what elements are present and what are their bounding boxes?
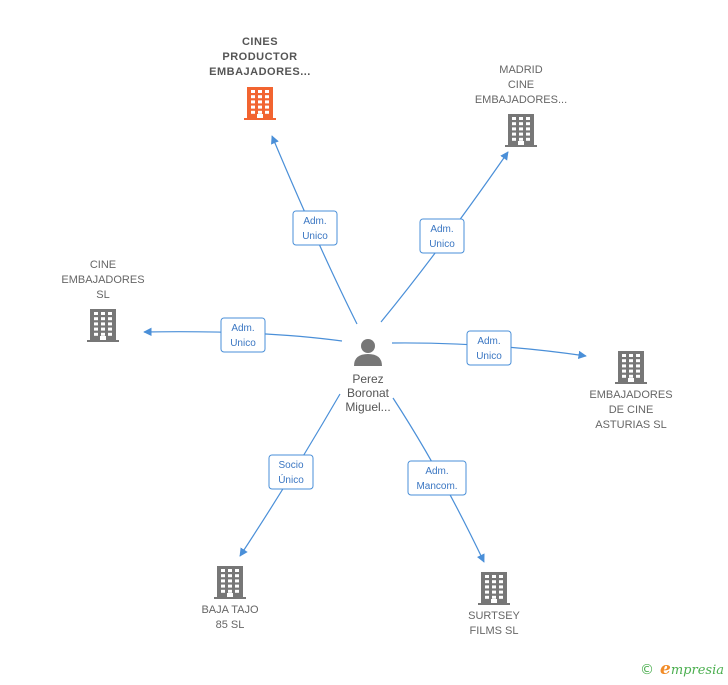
relation-label-box[interactable] [268, 454, 314, 490]
building-icon[interactable] [478, 572, 510, 605]
building-icon[interactable] [87, 309, 119, 342]
relation-label: Adm. [425, 466, 448, 477]
relation-label: Adm. [303, 216, 326, 227]
company-label: EMBAJADORES [61, 274, 144, 286]
company-label: SL [96, 289, 109, 301]
relation-label-box[interactable] [466, 330, 512, 366]
company-label: EMBAJADORES [589, 389, 672, 401]
building-icon[interactable] [214, 566, 246, 599]
person-label: Boronat [347, 386, 390, 400]
person-node[interactable]: PerezBoronatMiguel... [345, 339, 391, 414]
building-icon[interactable] [615, 351, 647, 384]
relation-label-box[interactable] [220, 317, 266, 353]
person-label: Perez [352, 372, 383, 386]
relation-label-box[interactable] [407, 460, 467, 496]
empresia-logo[interactable]: © empresia [640, 659, 724, 679]
company-node-cines-productor[interactable]: CINES PRODUCTOR EMBAJADORES... [209, 36, 311, 120]
company-label: DE CINE [609, 404, 654, 416]
company-label: ASTURIAS SL [595, 419, 667, 431]
building-icon[interactable] [505, 114, 537, 147]
relation-label: Unico [302, 231, 328, 242]
company-node-baja-tajo[interactable]: BAJA TAJO 85 SL [201, 566, 259, 631]
relation-label: Único [278, 473, 304, 486]
company-label: CINES [242, 36, 278, 48]
logo-text: mpresia [670, 663, 724, 678]
relation-label: Adm. [477, 336, 500, 347]
relation-label-box[interactable] [292, 210, 338, 246]
company-label: BAJA TAJO [201, 604, 259, 616]
company-node-madrid-cine[interactable]: MADRID CINE EMBAJADORES... [475, 64, 567, 147]
company-node-cine-embajadores[interactable]: CINE EMBAJADORES SL [61, 259, 145, 342]
company-label: EMBAJADORES... [475, 94, 567, 106]
company-label: CINE [90, 259, 116, 271]
relation-label: Mancom. [416, 481, 457, 492]
company-label: MADRID [499, 64, 542, 76]
person-label: Miguel... [345, 400, 390, 414]
relation-label: Socio [278, 460, 303, 471]
relation-label: Unico [429, 239, 455, 250]
building-icon[interactable] [244, 87, 276, 120]
relation-label: Unico [476, 351, 502, 362]
relation-label: Adm. [231, 323, 254, 334]
logo-initial: e [660, 659, 671, 679]
relation-label: Adm. [430, 224, 453, 235]
company-label: 85 SL [216, 619, 245, 631]
relation-label-box[interactable] [419, 218, 465, 254]
company-node-embajadores-asturias[interactable]: EMBAJADORES DE CINE ASTURIAS SL [589, 351, 673, 431]
company-label: PRODUCTOR [222, 51, 297, 63]
relation-label: Unico [230, 338, 256, 349]
company-label: EMBAJADORES... [209, 66, 311, 78]
company-label: SURTSEY [468, 610, 520, 622]
person-icon [354, 339, 382, 366]
company-label: CINE [508, 79, 534, 91]
copyright-symbol: © [640, 662, 655, 678]
company-label: FILMS SL [470, 625, 519, 637]
company-node-surtsey[interactable]: SURTSEY FILMS SL [468, 572, 521, 637]
